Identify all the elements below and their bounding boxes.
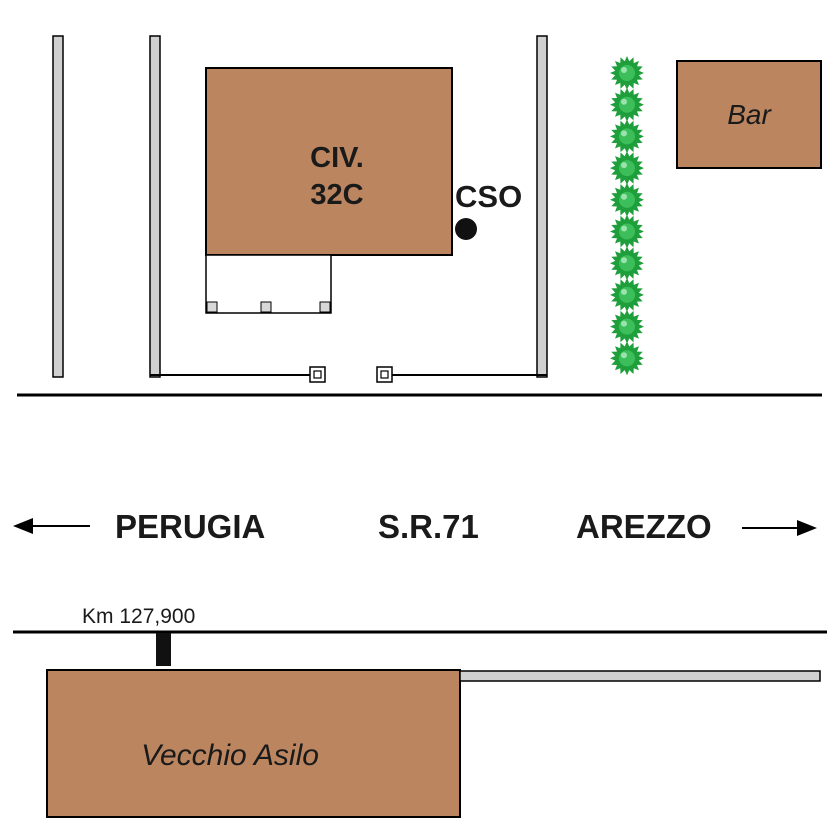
vecchio-asilo-label: Vecchio Asilo [141, 739, 319, 772]
building-vecchio-asilo [46, 669, 461, 818]
shrub-icon [610, 277, 644, 312]
boundary-wall-south [459, 670, 821, 682]
building-main-label-line2: 32C [310, 179, 363, 211]
gate-post-right [376, 366, 393, 383]
building-main-label-line1: CIV. [310, 142, 364, 174]
building-bar [676, 60, 822, 169]
shrub-icon [610, 87, 644, 122]
bar-label: Bar [727, 99, 772, 130]
porch-canopy [205, 254, 332, 314]
direction-perugia: PERUGIA [115, 508, 265, 545]
arrow-right-icon [742, 520, 817, 536]
shrub-icon [610, 182, 644, 217]
shrub-icon [610, 214, 644, 249]
boundary-wall-right [536, 35, 548, 378]
direction-arezzo: AREZZO [576, 508, 712, 545]
cso-point-icon [455, 218, 477, 240]
hedge-row [610, 56, 644, 376]
shrub-icon [610, 119, 644, 154]
km-marker-post [156, 633, 171, 666]
shrub-icon [610, 246, 644, 281]
shrub-icon [610, 151, 644, 186]
shrub-icon [610, 309, 644, 344]
boundary-wall-far-left [52, 35, 64, 378]
boundary-wall-left [149, 35, 161, 378]
gate-post-left [309, 366, 326, 383]
shrub-icon [610, 56, 644, 90]
km-marker-label: Km 127,900 [82, 605, 195, 628]
arrow-left-icon [13, 518, 90, 534]
building-civ-32c [205, 67, 453, 256]
cso-label: CSO [455, 179, 522, 214]
road-name: S.R.71 [378, 508, 479, 545]
shrub-icon [610, 341, 644, 376]
